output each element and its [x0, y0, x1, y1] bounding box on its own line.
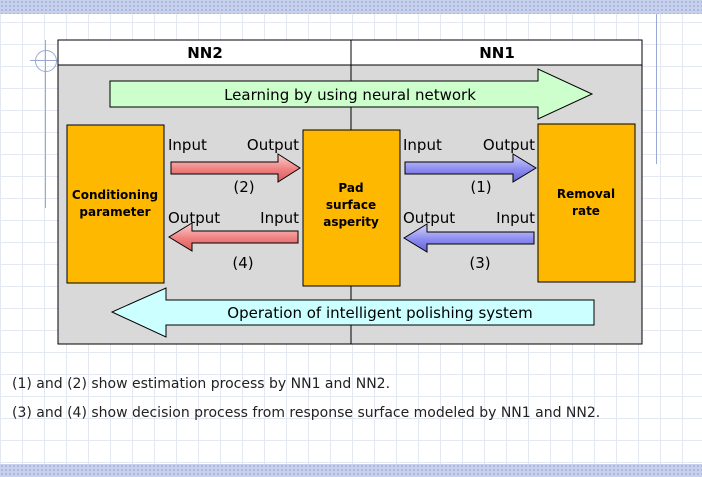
top-decorative-band	[0, 0, 702, 14]
arrow-2-step-label: (2)	[233, 178, 254, 196]
conditioning-label-line2: parameter	[79, 205, 150, 219]
pad-label-line3: asperity	[323, 215, 379, 229]
arrow-1-blue	[404, 153, 537, 183]
arrow-3-step-label: (3)	[469, 254, 490, 272]
arrow-3-input-label: Input	[496, 209, 535, 227]
conditioning-label-line1: Conditioning	[72, 188, 158, 202]
header-nn2: NN2	[187, 44, 223, 62]
header-nn1: NN1	[479, 44, 515, 62]
decorative-circle	[35, 50, 57, 72]
arrow-2-output-label: Output	[247, 136, 299, 154]
learning-arrow-label: Learning by using neural network	[224, 86, 476, 104]
arrow-3-blue	[403, 223, 535, 253]
arrow-1-input-label: Input	[403, 136, 442, 154]
operation-arrow-label: Operation of intelligent polishing syste…	[227, 304, 532, 322]
pad-label-line2: surface	[326, 198, 376, 212]
removal-label-line2: rate	[572, 204, 600, 218]
decorative-vertical-line-left	[45, 40, 46, 208]
arrow-1-step-label: (1)	[470, 178, 491, 196]
arrow-1-output-label: Output	[483, 136, 535, 154]
arrow-4-step-label: (4)	[232, 254, 253, 272]
header-strip	[57, 39, 643, 66]
arrow-2-red	[170, 153, 301, 183]
operation-arrow	[110, 287, 595, 338]
pad-surface-asperity-box	[302, 129, 401, 287]
caption-line-1: (1) and (2) show estimation process by N…	[12, 376, 391, 392]
pad-label-line1: Pad	[338, 181, 363, 195]
bottom-decorative-band	[0, 464, 702, 477]
caption-line-2: (3) and (4) show decision process from r…	[12, 405, 601, 421]
arrow-4-input-label: Input	[260, 209, 299, 227]
arrow-4-output-label: Output	[168, 209, 220, 227]
arrow-3-output-label: Output	[403, 209, 455, 227]
decorative-vertical-line-right	[656, 14, 657, 164]
arrow-4-red	[168, 222, 299, 252]
removal-label-line1: Removal	[557, 187, 615, 201]
removal-rate-box	[537, 123, 636, 283]
conditioning-parameter-box	[66, 124, 165, 284]
arrow-2-input-label: Input	[168, 136, 207, 154]
learning-arrow	[109, 68, 594, 120]
